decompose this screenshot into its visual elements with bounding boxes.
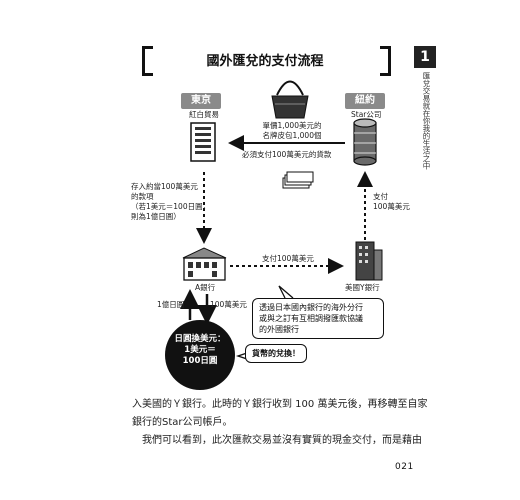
bank-a-label: A銀行 — [195, 283, 216, 292]
chapter-sidebar-text: 匯兌交易就在你我的生活之中 — [422, 72, 431, 170]
tokyo-building-icon — [190, 122, 216, 162]
deposit-line4: 則為1億日圓） — [131, 212, 181, 221]
callout-line3: 的外國銀行 — [259, 325, 299, 334]
callout-line1: 透過日本國內銀行的海外分行 — [259, 303, 363, 312]
bag-label-line1: 單價1,000美元的 — [262, 121, 322, 130]
pay-right-label: 支付 100萬美元 — [373, 192, 410, 212]
tokyo-company-label: 紅白貿易 — [189, 110, 219, 119]
newyork-company-label: Star公司 — [351, 110, 382, 119]
branch-callout: 透過日本國內銀行的海外分行 或與之訂有互相調撥匯款協議 的外國銀行 — [252, 298, 384, 339]
exchange-callout: 貨幣的兌換！ — [245, 344, 307, 363]
callout-line2: 或與之訂有互相調撥匯款協議 — [259, 314, 363, 323]
pay-right-line1: 支付 — [373, 192, 388, 201]
yen-label: 1億日圓 — [157, 300, 185, 309]
circle-line2: 1美元＝ — [184, 345, 216, 355]
exchange-callout-pointer — [235, 352, 248, 360]
tokyo-tag: 東京 — [181, 93, 221, 109]
handbag-icon — [271, 80, 309, 119]
circle-line1: 日圓換美元： — [174, 334, 226, 344]
pay-right-line2: 100萬美元 — [373, 202, 410, 211]
exchange-circle: 日圓換美元： 1美元＝ 100日圓 — [165, 320, 235, 390]
title-bracket-right — [380, 46, 391, 76]
deposit-label: 存入約當100萬美元 的款項 （若1美元＝100日圓， 則為1億日圓） — [131, 182, 210, 222]
newyork-tag: 紐約 — [345, 93, 385, 109]
callout-pointer — [278, 285, 294, 299]
circle-line3: 100日圓 — [182, 356, 218, 366]
bank-y-label: 美國Y銀行 — [345, 283, 380, 292]
bag-label: 單價1,000美元的 名牌皮包1,000個 — [262, 121, 322, 141]
newyork-building-icon — [353, 118, 377, 166]
usd-label: 100萬美元 — [210, 300, 247, 309]
chapter-number-badge: 1 — [414, 46, 436, 68]
bank-y-icon — [355, 241, 383, 281]
deposit-line3: （若1美元＝100日圓， — [131, 202, 211, 211]
bank-pay-label: 支付100萬美元 — [262, 254, 314, 263]
title-bracket-left — [142, 46, 153, 76]
bag-label-line2: 名牌皮包1,000個 — [262, 131, 322, 140]
deposit-line1: 存入約當100萬美元 — [131, 182, 198, 191]
deposit-line2: 的款項 — [131, 192, 154, 201]
page-number: 021 — [395, 462, 414, 472]
body-line-3: 我們可以看到，此次匯款交易並沒有實質的現金交付，而是藉由 — [132, 435, 422, 446]
body-line-1: 入美國的Ｙ銀行。此時的Ｙ銀行收到 100 萬美元後，再移轉至自家 — [132, 399, 428, 410]
body-line-2: 銀行的Star公司帳戶。 — [132, 417, 233, 428]
page-title: 國外匯兌的支付流程 — [206, 54, 324, 69]
money-icon — [282, 171, 314, 189]
payment-arrow-label: 必須支付100萬美元的貨款 — [242, 150, 332, 159]
bank-a-icon — [182, 247, 227, 281]
